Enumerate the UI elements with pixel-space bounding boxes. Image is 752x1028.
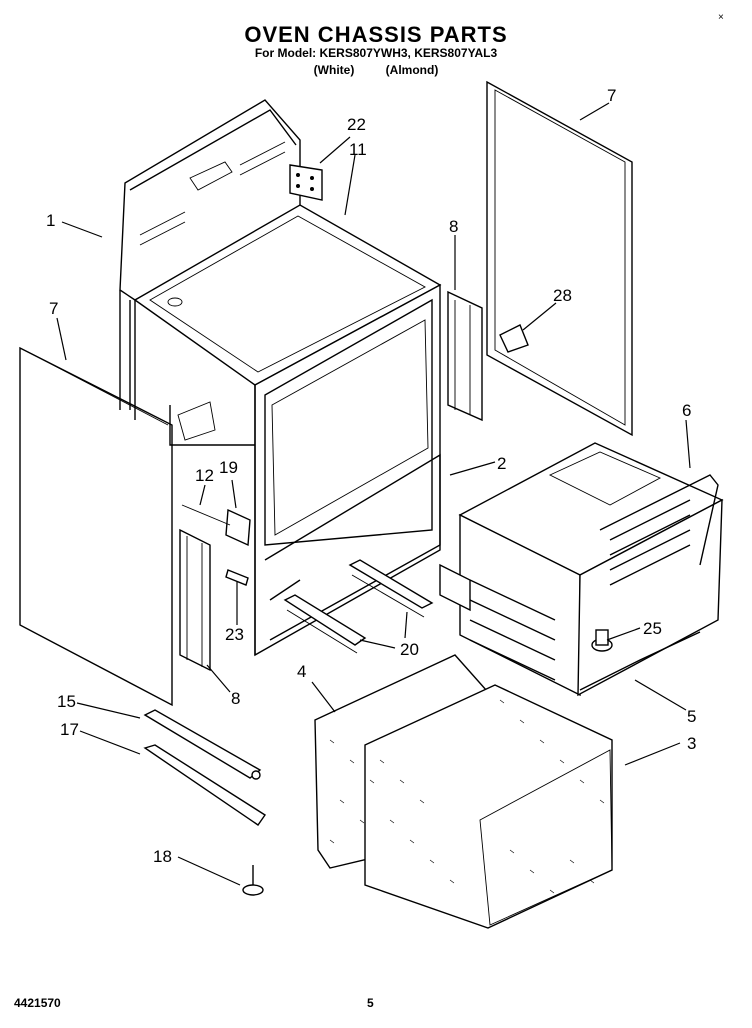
part-small-brackets	[181, 504, 251, 586]
callout-2: 2	[497, 454, 506, 473]
callout-4: 4	[297, 662, 306, 681]
part-chassis-frame	[133, 204, 442, 657]
part-bracket-22	[289, 164, 323, 201]
callout-labels: 1 2 3 4 5 6 7 7 8 8 11 12 15 17 18 19 20…	[46, 86, 696, 866]
model-line: For Model: KERS807YWH3, KERS807YAL3	[254, 46, 498, 60]
part-back-frame	[119, 99, 301, 410]
callout-19: 19	[219, 458, 238, 477]
callout-28: 28	[553, 286, 572, 305]
callout-7-right: 7	[607, 86, 616, 105]
part-rails-15-17	[143, 709, 266, 826]
page-number: 5	[367, 996, 374, 1010]
callout-3: 3	[687, 734, 696, 753]
part-insulation	[314, 654, 613, 929]
callout-25: 25	[643, 619, 662, 638]
callout-18: 18	[153, 847, 172, 866]
callout-7-left: 7	[49, 299, 58, 318]
part-leveler-18	[242, 865, 264, 896]
part-bracket-8-right	[447, 290, 483, 422]
diagram-title: OVEN CHASSIS PARTS	[244, 22, 508, 47]
callout-15: 15	[57, 692, 76, 711]
callout-5: 5	[687, 707, 696, 726]
callout-22: 22	[347, 115, 366, 134]
callout-8-right: 8	[449, 217, 458, 236]
callout-11: 11	[349, 140, 367, 159]
part-oven-cavity	[439, 442, 724, 697]
callout-6: 6	[682, 401, 691, 420]
part-side-panel-left	[19, 346, 173, 707]
callout-1: 1	[46, 211, 55, 230]
callout-17: 17	[60, 720, 79, 739]
color-white: (White)	[313, 63, 355, 77]
corner-mark: ×	[718, 12, 724, 23]
callout-8-left: 8	[231, 689, 240, 708]
part-rails-20	[283, 559, 434, 654]
leader-lines	[56, 102, 691, 886]
part-side-panel-right	[486, 80, 633, 437]
callout-20: 20	[400, 640, 419, 659]
color-almond: (Almond)	[385, 63, 439, 77]
callout-23: 23	[225, 625, 244, 644]
part-bracket-8-left	[179, 528, 211, 672]
callout-12: 12	[195, 466, 214, 485]
document-number: 4421570	[14, 996, 61, 1010]
color-line: (White) (Almond)	[0, 63, 752, 77]
